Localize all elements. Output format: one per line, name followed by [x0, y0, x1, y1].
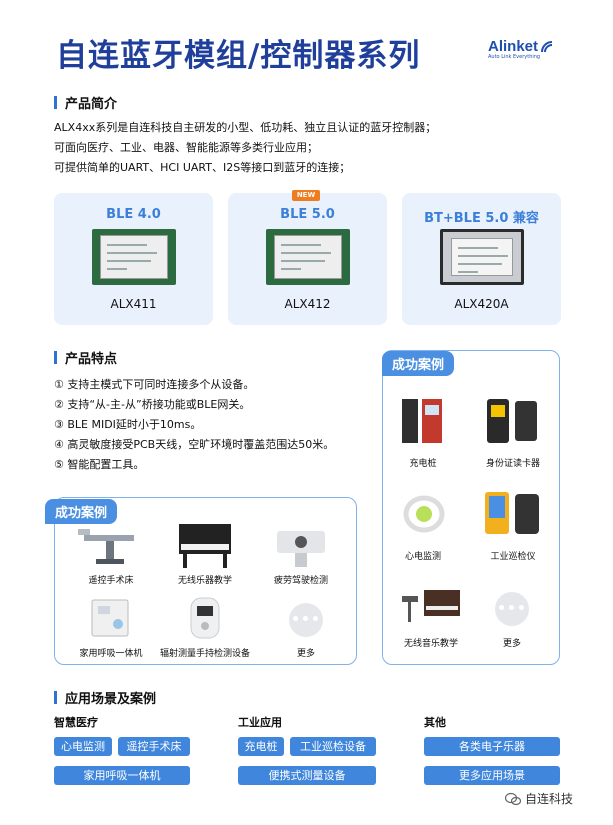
- case-label[interactable]: 更多: [296, 649, 315, 659]
- wechat-label: 自连科技: [525, 792, 574, 806]
- scenario-group-title: 其他: [424, 716, 446, 729]
- intro-line: ALX4xx系列是自连科技自主研发的小型、低功耗、独立且认证的蓝牙控制器；: [54, 121, 437, 134]
- card-reader-icon: [487, 399, 537, 443]
- case-label: 无线音乐教学: [403, 639, 458, 649]
- module-image: [440, 229, 524, 285]
- module-label-plate: [100, 235, 168, 279]
- new-badge: NEW: [292, 190, 320, 201]
- heading-bar: [54, 351, 57, 364]
- case-label: 工业巡检仪: [490, 552, 536, 562]
- product-card-alx412: BLE 5.0 ALX412: [228, 193, 387, 325]
- module-image: [92, 229, 176, 285]
- scenarios-heading: 应用场景及案例: [65, 692, 157, 707]
- case-label: 辐射测量手持检测设备: [159, 649, 250, 659]
- feature-item: ④ 高灵敏度接受PCB天线，空旷环境时覆盖范围达50米。: [54, 438, 335, 451]
- breathing-machine-icon: [91, 599, 129, 637]
- intro-line: 可提供简单的UART、HCI UART、I2S等接口到蓝牙的连接；: [54, 161, 351, 174]
- inspection-device-icon: [485, 492, 539, 534]
- detector-icon: [277, 531, 325, 567]
- heading-bar: [54, 691, 57, 704]
- case-label: 遥控手术床: [88, 576, 134, 586]
- scenario-group-title: 智慧医疗: [54, 716, 98, 729]
- logo-text: Alinket: [488, 38, 539, 55]
- scenario-tag[interactable]: 充电桩: [238, 737, 284, 756]
- product-protocol: BLE 5.0: [280, 207, 335, 222]
- module-label-plate: [451, 238, 513, 276]
- product-name: ALX420A: [454, 297, 509, 311]
- charging-pile-icon: [402, 399, 442, 443]
- signal-icon: [541, 40, 553, 52]
- scenario-group-title: 工业应用: [238, 716, 282, 729]
- product-name: ALX412: [284, 297, 331, 311]
- product-card-alx420a: BT+BLE 5.0 兼容 ALX420A: [402, 193, 561, 325]
- case-label: 无线乐器教学: [177, 576, 232, 586]
- heading-bar: [54, 96, 57, 109]
- digital-piano-icon: [402, 590, 460, 622]
- case-label[interactable]: 更多: [502, 639, 521, 649]
- section-heading-intro: 产品简介: [54, 93, 117, 112]
- cases-tag: 成功案例: [45, 499, 118, 524]
- scenario-tag[interactable]: 遥控手术床: [118, 737, 190, 756]
- piano-icon: [179, 524, 231, 568]
- feature-item: ⑤ 智能配置工具。: [54, 458, 145, 471]
- surgical-bed-icon: [78, 529, 134, 564]
- ecg-monitor-icon: [403, 495, 445, 533]
- product-card-alx411: BLE 4.0 ALX411: [54, 193, 213, 325]
- module-image: [266, 229, 350, 285]
- case-label: 身份证读卡器: [485, 459, 540, 469]
- radiation-meter-icon: [190, 597, 220, 639]
- page-title: 自连蓝牙模组/控制器系列: [56, 38, 421, 74]
- feature-item: ② 支持“从-主-从”桥接功能或BLE网关。: [54, 398, 251, 411]
- product-protocol: BT+BLE 5.0 兼容: [424, 211, 539, 226]
- scenario-tag[interactable]: 工业巡检设备: [290, 737, 376, 756]
- features-heading: 产品特点: [65, 352, 118, 367]
- scenario-tag[interactable]: 各类电子乐器: [424, 737, 560, 756]
- feature-item: ① 支持主模式下可同时连接多个从设备。: [54, 378, 255, 391]
- case-label: 充电桩: [409, 459, 437, 469]
- product-protocol: BLE 4.0: [106, 207, 161, 222]
- scenario-tag[interactable]: 心电监测: [54, 737, 112, 756]
- cases-tag: 成功案例: [382, 351, 455, 376]
- feature-item: ③ BLE MIDI延时小于10ms。: [54, 418, 202, 431]
- case-label: 疲劳驾驶检测: [273, 576, 328, 586]
- more-icon[interactable]: •••: [289, 603, 323, 637]
- more-icon[interactable]: •••: [495, 592, 529, 626]
- module-label-plate: [274, 235, 342, 279]
- wechat-icon: [505, 792, 521, 805]
- logo-subtitle: Auto Link Everything: [488, 54, 541, 60]
- case-label: 家用呼吸一体机: [79, 649, 143, 659]
- product-name: ALX411: [110, 297, 157, 311]
- scenario-tag[interactable]: 家用呼吸一体机: [54, 766, 190, 785]
- section-heading-features: 产品特点: [54, 348, 117, 367]
- scenario-tag[interactable]: 更多应用场景: [424, 766, 560, 785]
- section-heading-scenarios: 应用场景及案例: [54, 688, 156, 707]
- intro-heading: 产品简介: [65, 97, 118, 112]
- intro-line: 可面向医疗、工业、电器、智能能源等多类行业应用；: [54, 141, 318, 154]
- alinket-logo: Alinket Auto Link Everything: [488, 38, 568, 72]
- wechat-account: 自连科技: [505, 790, 573, 807]
- scenario-tag[interactable]: 便携式测量设备: [238, 766, 376, 785]
- case-label: 心电监测: [404, 552, 441, 562]
